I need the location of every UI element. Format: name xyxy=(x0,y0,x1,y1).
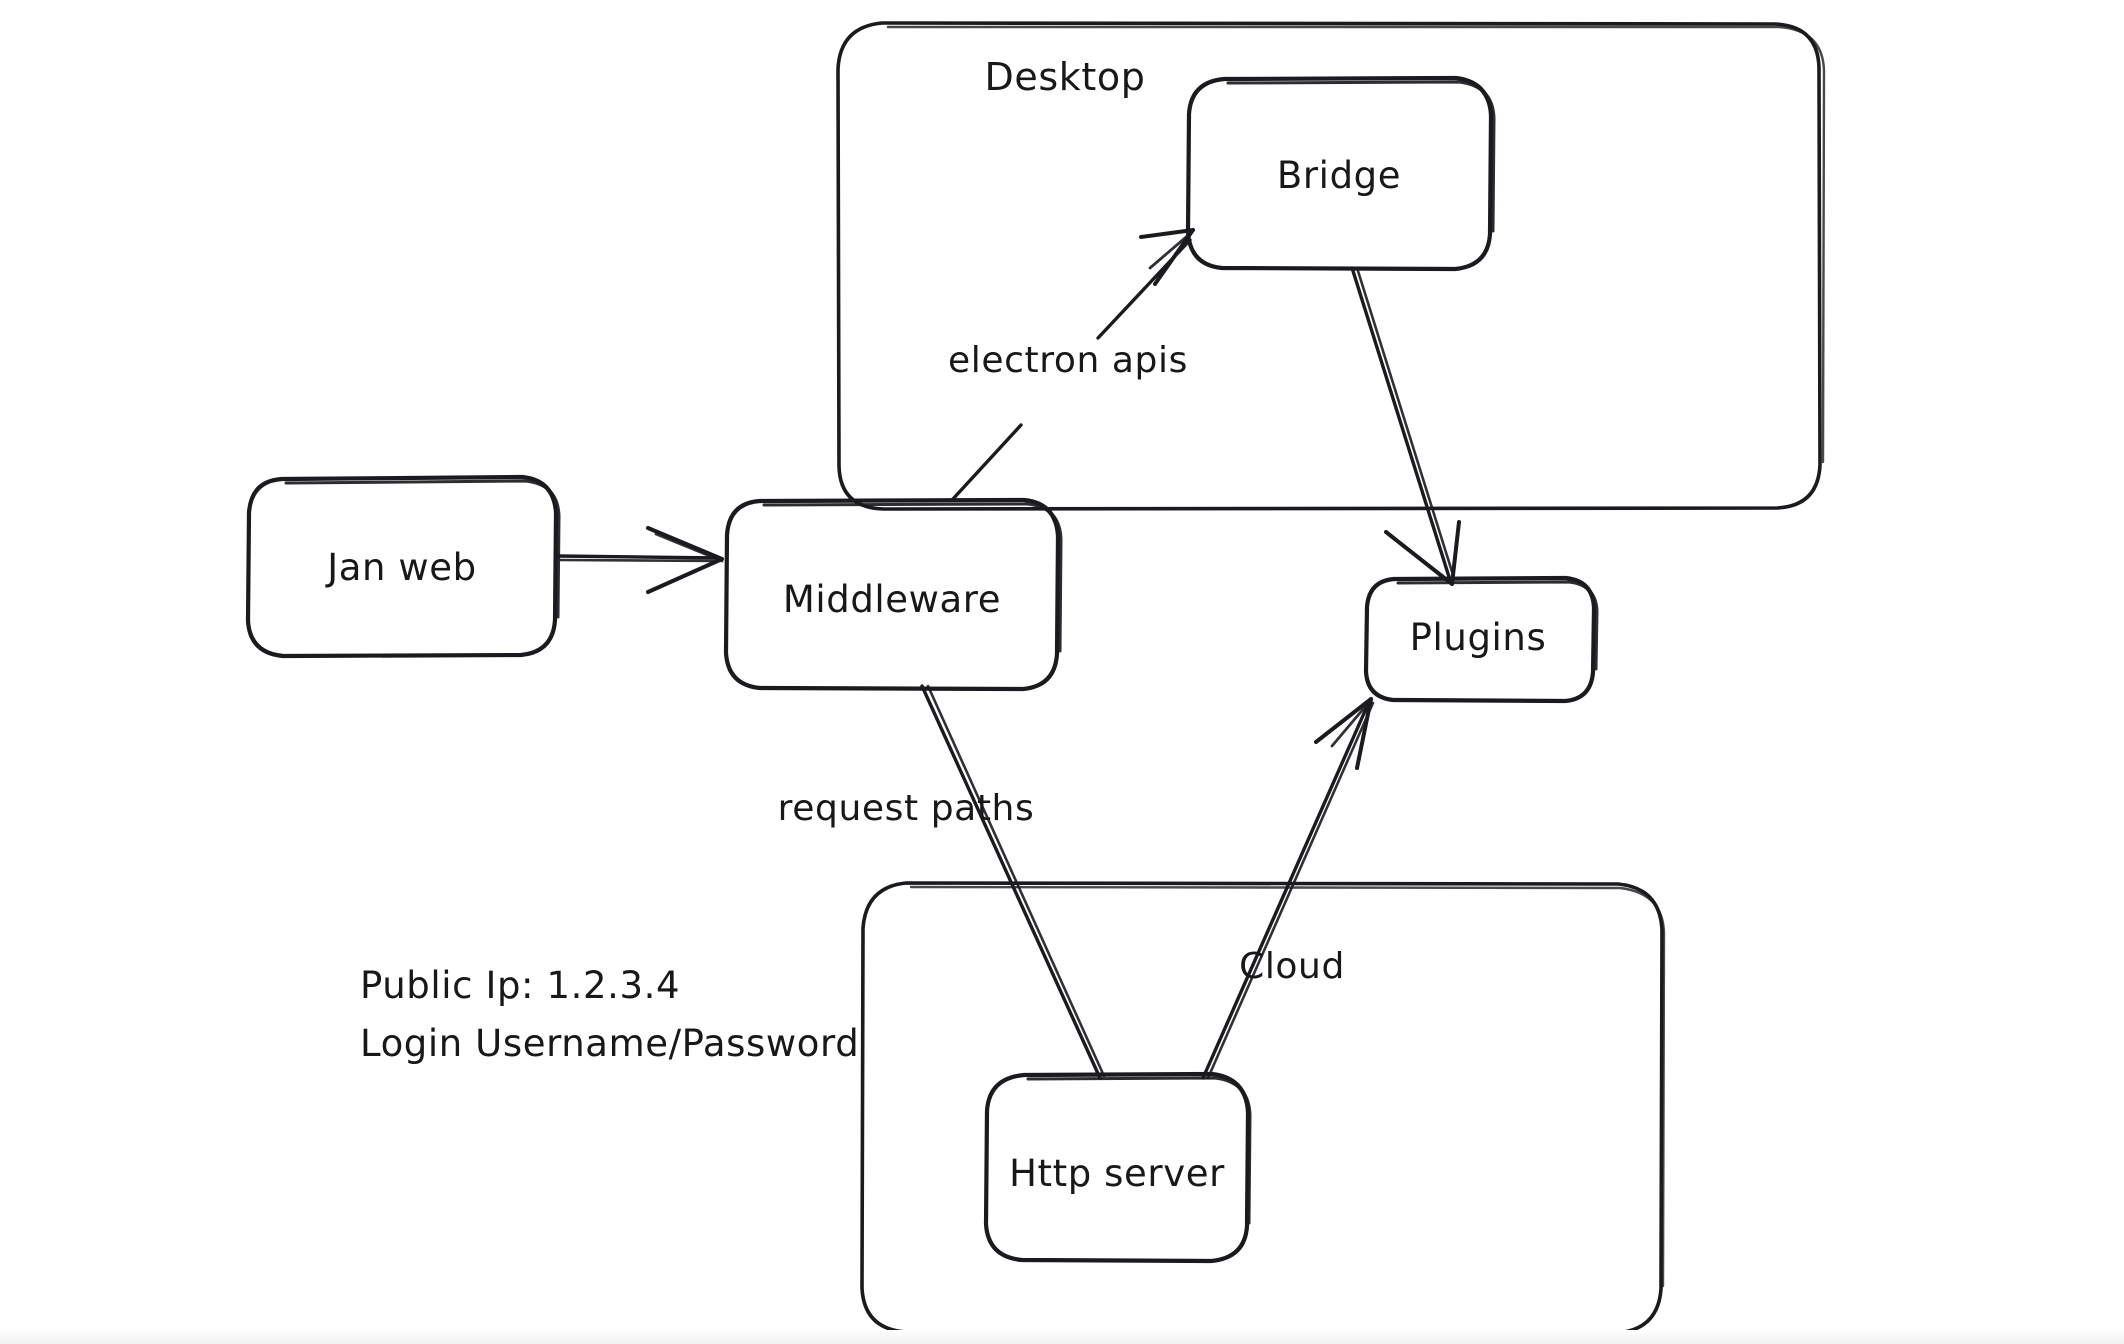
note-line-public-ip: Public Ip: 1.2.3.4 xyxy=(360,964,680,1007)
node-outline-sketch xyxy=(1226,80,1496,233)
edge-httpserver-to-plugins[interactable]: Cloud xyxy=(1201,697,1375,1080)
edge-arrowhead xyxy=(646,526,724,594)
edge-middleware-to-httpserver[interactable]: request paths xyxy=(778,684,1106,1080)
edge-middleware-to-bridge[interactable]: electron apis xyxy=(948,228,1195,502)
note-public-ip[interactable]: Public Ip: 1.2.3.4 Login Username/Passwo… xyxy=(360,964,859,1065)
node-jan-web[interactable]: Jan web xyxy=(245,474,561,659)
edge-arrowhead-sketch xyxy=(1148,230,1194,270)
edge-line-lower xyxy=(950,423,1023,502)
edge-line xyxy=(556,554,720,560)
edge-bridge-to-plugins[interactable] xyxy=(1351,269,1461,586)
node-middleware[interactable]: Middleware xyxy=(723,497,1063,692)
container-desktop[interactable]: Desktop xyxy=(836,21,1826,511)
node-outline-sketch xyxy=(1026,1076,1252,1225)
edge-label-electron-apis: electron apis xyxy=(948,340,1188,381)
node-plugins[interactable]: Plugins xyxy=(1363,575,1599,704)
node-label-middleware: Middleware xyxy=(783,578,1001,621)
edge-line xyxy=(1351,269,1452,582)
node-label-bridge: Bridge xyxy=(1277,154,1401,197)
cloud-group-container-outline-sketch xyxy=(909,885,1666,1288)
node-label-jan-web: Jan web xyxy=(325,546,477,589)
container-label-desktop: Desktop xyxy=(985,55,1146,99)
bottom-edge-fade xyxy=(0,1330,2124,1344)
node-outline-sketch xyxy=(762,502,1063,653)
edge-label-cloud: Cloud xyxy=(1239,946,1345,987)
edge-arrowhead xyxy=(1314,697,1373,770)
node-outline-sketch xyxy=(284,479,561,619)
edge-label-request-paths: request paths xyxy=(778,788,1035,829)
edge-line xyxy=(1201,700,1371,1080)
edge-line xyxy=(920,684,1102,1080)
node-outline-sketch xyxy=(1396,580,1599,671)
edge-janweb-to-middleware[interactable] xyxy=(556,526,724,594)
edge-line-sketch xyxy=(558,558,718,563)
edge-line-sketch xyxy=(926,684,1106,1078)
edge-arrowhead-sketch xyxy=(654,532,724,563)
desktop-container-outline xyxy=(836,21,1822,511)
edge-line-sketch xyxy=(1356,269,1456,580)
node-label-http-server: Http server xyxy=(1009,1152,1225,1195)
node-http-server[interactable]: Http server xyxy=(983,1071,1252,1264)
desktop-container-outline-sketch xyxy=(886,25,1826,464)
node-bridge[interactable]: Bridge xyxy=(1185,75,1496,272)
edge-arrowhead-sketch xyxy=(1330,699,1372,748)
edge-arrowhead xyxy=(1139,228,1195,286)
node-label-plugins: Plugins xyxy=(1410,616,1547,659)
note-line-login: Login Username/Password xyxy=(360,1022,859,1065)
edge-line-sketch xyxy=(1206,701,1375,1080)
edge-arrowhead xyxy=(1384,520,1461,586)
